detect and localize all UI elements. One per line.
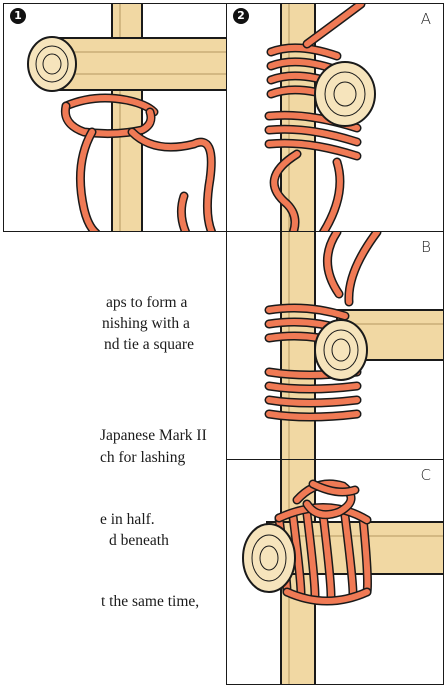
step-2c-panel: C (226, 459, 444, 685)
step-2b-panel: B (226, 231, 444, 460)
step-2b-illustration (227, 232, 444, 460)
step-2a-panel: 2 A (226, 3, 444, 232)
text-line: ch for lashing (100, 449, 185, 467)
step-2-number-badge: 2 (233, 8, 249, 24)
text-line: nd tie a square (104, 336, 194, 354)
text-line: nishing with a (102, 315, 190, 333)
panel-label-b: B (421, 238, 431, 256)
text-line: d beneath (109, 532, 169, 550)
step-2c-illustration (227, 460, 444, 685)
text-line: t the same time, (101, 593, 199, 611)
pole-end (315, 320, 367, 380)
text-line: e in half. (100, 511, 155, 529)
instruction-text: aps to form a nishing with a nd tie a sq… (0, 0, 226, 687)
step-2a-illustration (227, 4, 444, 232)
vertical-pole (281, 232, 315, 460)
text-line: aps to form a (106, 294, 187, 312)
panel-label-c: C (421, 466, 431, 484)
text-line: Japanese Mark II (100, 427, 207, 445)
pole-end (243, 524, 295, 592)
panel-label-a: A (421, 10, 431, 28)
